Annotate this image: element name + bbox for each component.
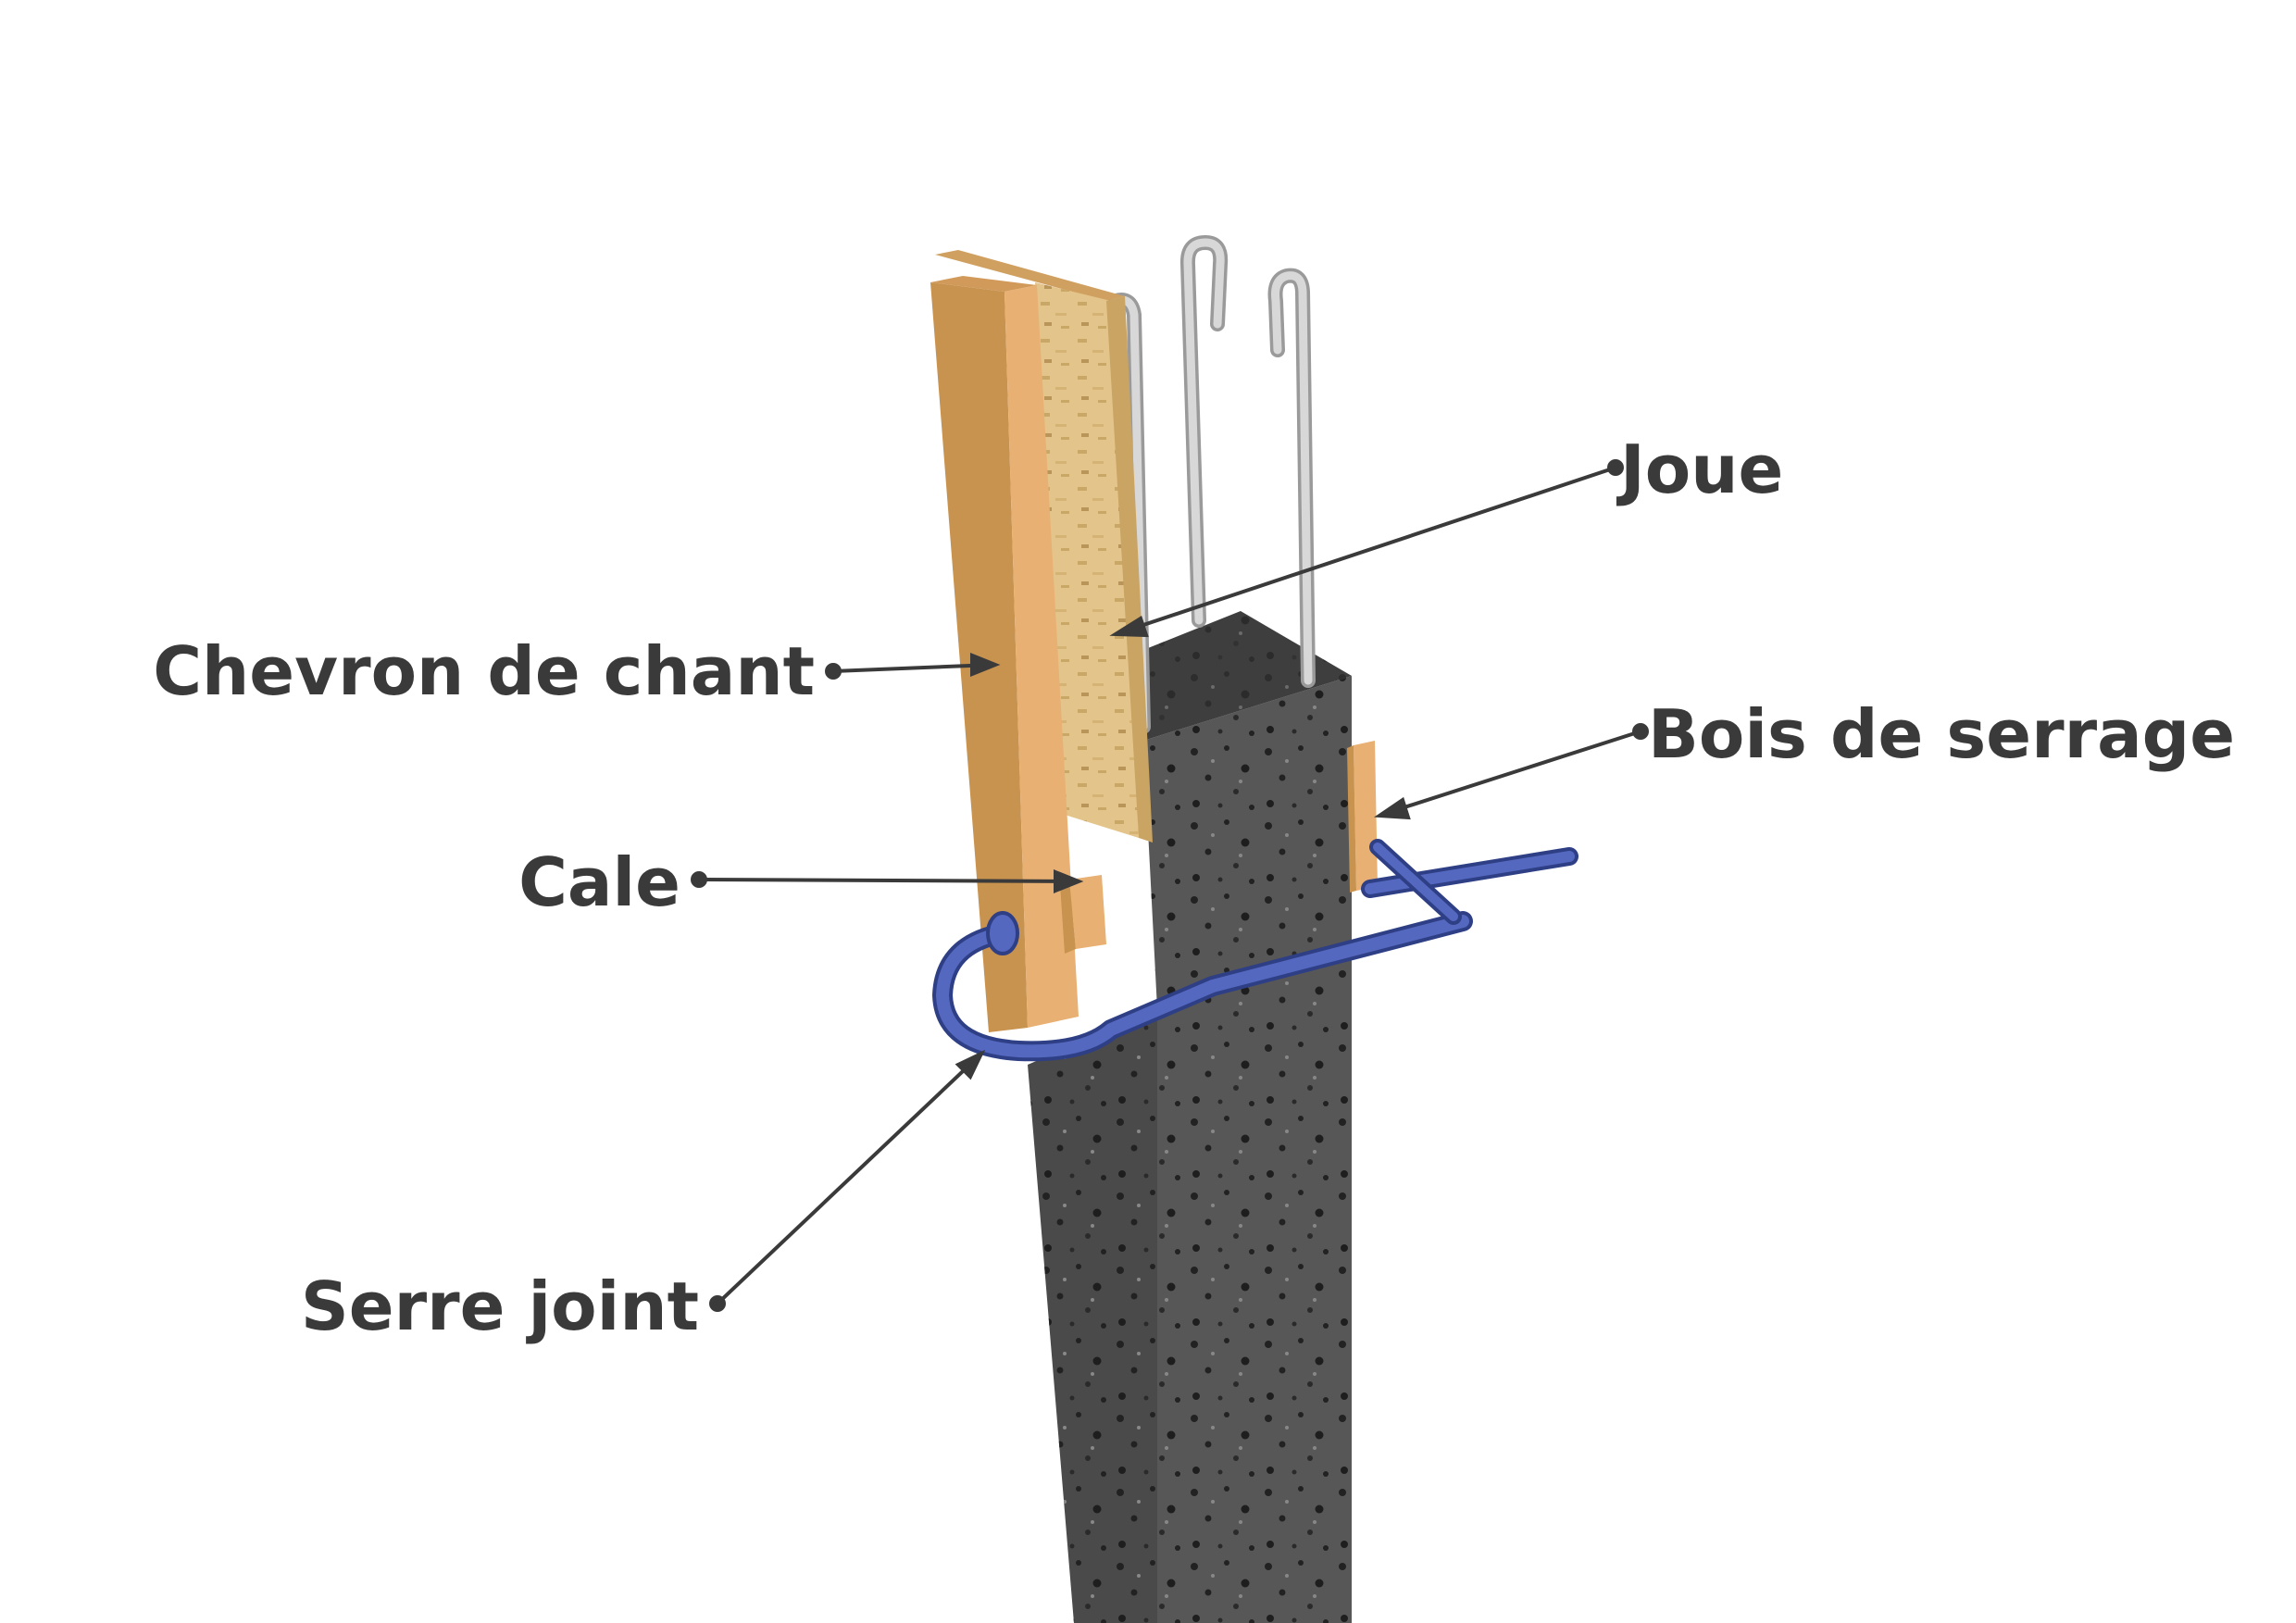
label-chevron-de-chant: Chevron de chant: [153, 632, 815, 710]
label-joue: Joue: [1616, 431, 1783, 508]
column-top-face-texture: [1143, 611, 1352, 741]
cale-front: [1069, 875, 1106, 949]
label-cale: Cale: [518, 843, 680, 921]
leader-serre-joint: [716, 1054, 981, 1305]
bois-serrage-front: [1354, 741, 1378, 891]
serre-joint-screw: [986, 911, 1019, 955]
label-bois-de-serrage: Bois de serrage: [1648, 695, 2235, 773]
leader-chevron: [832, 663, 993, 673]
leader-cale: [698, 878, 1078, 883]
joue-face: [1035, 282, 1139, 838]
bois-de-serrage: [1347, 741, 1378, 893]
cale-side: [1060, 880, 1076, 954]
joue-top-edge: [935, 250, 1125, 301]
leader-bois-serrage: [1380, 730, 1641, 817]
column-front-face-texture: [1028, 1009, 1157, 1623]
joue-panel: [935, 250, 1153, 843]
serre-joint: [932, 839, 1578, 1062]
leader-joue: [1115, 466, 1616, 636]
column-side-face-texture: [1143, 676, 1352, 1623]
chevron-top: [930, 276, 1037, 292]
cale-block: [1060, 875, 1106, 954]
bois-serrage-side: [1347, 745, 1356, 893]
label-serre-joint: Serre joint: [301, 1267, 699, 1345]
chevron-front: [1004, 285, 1079, 1028]
concrete-column: [1028, 611, 1352, 1623]
leader-lines: [691, 459, 1649, 1312]
joue-edge: [1106, 296, 1153, 843]
